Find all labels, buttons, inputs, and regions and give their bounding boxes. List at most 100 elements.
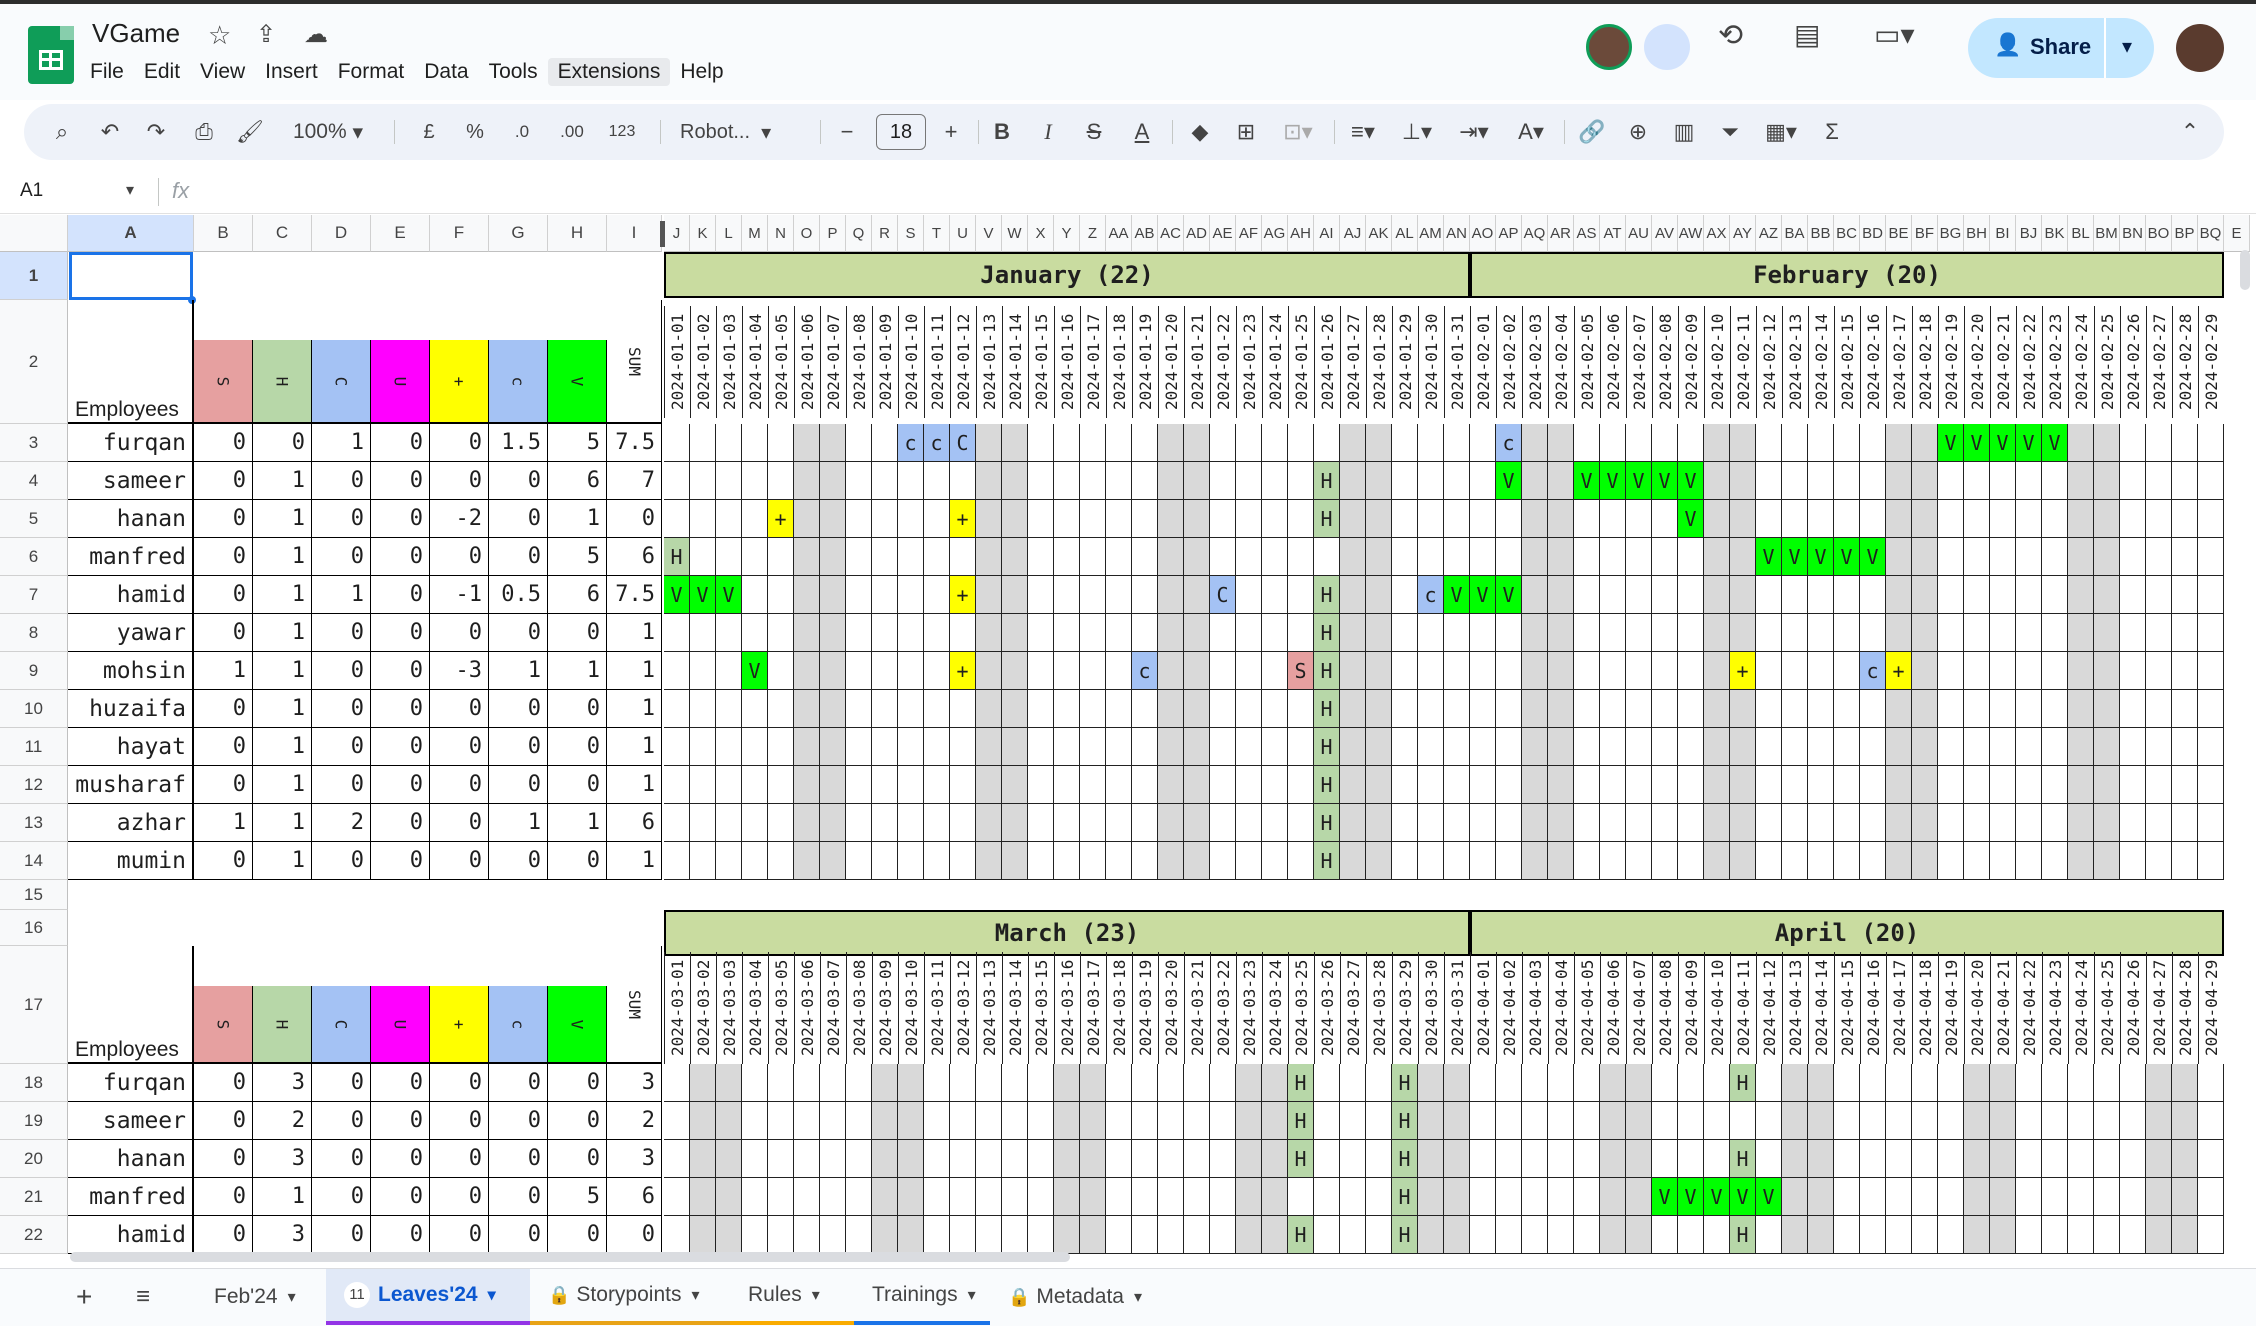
day-cell[interactable] bbox=[1860, 766, 1886, 804]
day-cell[interactable] bbox=[1990, 538, 2016, 576]
day-cell[interactable] bbox=[924, 1140, 950, 1178]
day-cell[interactable] bbox=[1652, 690, 1678, 728]
search-icon[interactable]: ⌕ bbox=[55, 119, 69, 144]
day-cell[interactable] bbox=[872, 804, 898, 842]
row-header[interactable]: 14 bbox=[0, 842, 68, 880]
day-cell[interactable] bbox=[742, 424, 768, 462]
day-cell[interactable] bbox=[1340, 804, 1366, 842]
day-cell[interactable] bbox=[1288, 690, 1314, 728]
day-cell[interactable] bbox=[1236, 500, 1262, 538]
day-cell[interactable] bbox=[1392, 842, 1418, 880]
day-cell[interactable] bbox=[1808, 728, 1834, 766]
leave-mark[interactable]: + bbox=[1886, 652, 1912, 690]
day-cell[interactable] bbox=[872, 614, 898, 652]
row-header[interactable]: 11 bbox=[0, 728, 68, 766]
day-cell[interactable] bbox=[1002, 614, 1028, 652]
borders-icon[interactable]: ⊞ bbox=[1236, 119, 1256, 144]
column-header[interactable]: R bbox=[872, 215, 898, 252]
day-cell[interactable] bbox=[1574, 652, 1600, 690]
day-cell[interactable] bbox=[1834, 1140, 1860, 1178]
day-cell[interactable] bbox=[690, 1140, 716, 1178]
day-cell[interactable] bbox=[1080, 1178, 1106, 1216]
day-cell[interactable] bbox=[1834, 766, 1860, 804]
day-cell[interactable] bbox=[1730, 576, 1756, 614]
day-cell[interactable] bbox=[846, 424, 872, 462]
leave-mark[interactable]: V bbox=[1834, 538, 1860, 576]
day-cell[interactable] bbox=[1522, 690, 1548, 728]
day-cell[interactable] bbox=[1366, 462, 1392, 500]
day-cell[interactable] bbox=[1600, 424, 1626, 462]
day-cell[interactable] bbox=[2042, 462, 2068, 500]
day-cell[interactable] bbox=[1158, 538, 1184, 576]
day-cell[interactable] bbox=[1054, 1178, 1080, 1216]
day-cell[interactable] bbox=[1496, 1216, 1522, 1254]
day-cell[interactable] bbox=[2068, 728, 2094, 766]
column-header[interactable]: BA bbox=[1782, 215, 1808, 252]
day-cell[interactable] bbox=[820, 804, 846, 842]
horizontal-scrollbar[interactable] bbox=[70, 1252, 1070, 1262]
day-cell[interactable] bbox=[2068, 766, 2094, 804]
day-cell[interactable] bbox=[1652, 652, 1678, 690]
day-cell[interactable] bbox=[1340, 500, 1366, 538]
day-cell[interactable] bbox=[1288, 424, 1314, 462]
day-cell[interactable] bbox=[2068, 1102, 2094, 1140]
day-cell[interactable] bbox=[1808, 766, 1834, 804]
column-header[interactable]: AD bbox=[1184, 215, 1210, 252]
day-cell[interactable] bbox=[690, 1216, 716, 1254]
day-cell[interactable] bbox=[820, 690, 846, 728]
day-cell[interactable] bbox=[794, 842, 820, 880]
day-cell[interactable] bbox=[1808, 462, 1834, 500]
column-header[interactable]: AM bbox=[1418, 215, 1444, 252]
day-cell[interactable] bbox=[742, 576, 768, 614]
day-cell[interactable] bbox=[1236, 842, 1262, 880]
day-cell[interactable] bbox=[1366, 1178, 1392, 1216]
day-cell[interactable] bbox=[1184, 1140, 1210, 1178]
day-cell[interactable] bbox=[1782, 1064, 1808, 1102]
leave-mark[interactable]: H bbox=[1392, 1102, 1418, 1140]
day-cell[interactable] bbox=[1028, 462, 1054, 500]
day-cell[interactable] bbox=[2172, 1178, 2198, 1216]
leave-mark[interactable]: H bbox=[1730, 1216, 1756, 1254]
day-cell[interactable] bbox=[1808, 804, 1834, 842]
day-cell[interactable] bbox=[1938, 1064, 1964, 1102]
day-cell[interactable] bbox=[1522, 728, 1548, 766]
day-cell[interactable] bbox=[2120, 1140, 2146, 1178]
column-header[interactable]: Y bbox=[1054, 215, 1080, 252]
day-cell[interactable] bbox=[1704, 842, 1730, 880]
column-header[interactable]: V bbox=[976, 215, 1002, 252]
day-cell[interactable] bbox=[1080, 1064, 1106, 1102]
day-cell[interactable] bbox=[1600, 576, 1626, 614]
day-cell[interactable] bbox=[716, 424, 742, 462]
day-cell[interactable] bbox=[1444, 766, 1470, 804]
day-cell[interactable] bbox=[1704, 576, 1730, 614]
vertical-scrollbar[interactable] bbox=[2240, 250, 2250, 290]
day-cell[interactable] bbox=[1522, 652, 1548, 690]
day-cell[interactable] bbox=[742, 1064, 768, 1102]
day-cell[interactable] bbox=[768, 1216, 794, 1254]
day-cell[interactable] bbox=[716, 1216, 742, 1254]
day-cell[interactable] bbox=[1210, 690, 1236, 728]
day-cell[interactable] bbox=[846, 500, 872, 538]
day-cell[interactable] bbox=[1522, 1102, 1548, 1140]
leave-mark[interactable]: V bbox=[1938, 424, 1964, 462]
day-cell[interactable] bbox=[2068, 538, 2094, 576]
day-cell[interactable] bbox=[1782, 728, 1808, 766]
leave-mark[interactable]: + bbox=[768, 500, 794, 538]
day-cell[interactable] bbox=[1132, 538, 1158, 576]
day-cell[interactable] bbox=[1912, 690, 1938, 728]
day-cell[interactable] bbox=[1600, 500, 1626, 538]
day-cell[interactable] bbox=[924, 652, 950, 690]
column-header[interactable]: Z bbox=[1080, 215, 1106, 252]
day-cell[interactable] bbox=[794, 1102, 820, 1140]
day-cell[interactable] bbox=[1080, 1140, 1106, 1178]
day-cell[interactable] bbox=[1964, 1216, 1990, 1254]
day-cell[interactable] bbox=[2042, 766, 2068, 804]
day-cell[interactable] bbox=[1366, 728, 1392, 766]
day-cell[interactable] bbox=[1054, 804, 1080, 842]
day-cell[interactable] bbox=[1314, 1102, 1340, 1140]
day-cell[interactable] bbox=[1080, 766, 1106, 804]
day-cell[interactable] bbox=[1548, 1140, 1574, 1178]
day-cell[interactable] bbox=[1964, 538, 1990, 576]
day-cell[interactable] bbox=[1080, 652, 1106, 690]
day-cell[interactable] bbox=[1964, 652, 1990, 690]
